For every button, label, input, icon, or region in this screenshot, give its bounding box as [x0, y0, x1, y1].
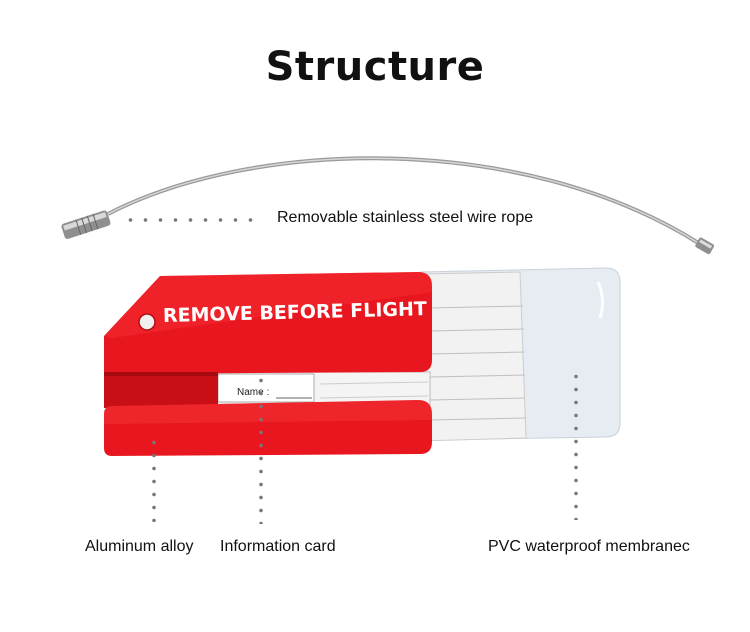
- aluminum-lower-plate: [104, 400, 432, 456]
- wire-rope-label: Removable stainless steel wire rope: [277, 209, 534, 226]
- aluminum-pointer-dots: [151, 436, 157, 522]
- rope-hole: [138, 313, 156, 331]
- pvc-pointer-dots: [573, 370, 579, 520]
- aluminum-upper-plate: [104, 272, 432, 374]
- information-card-label: Information card: [220, 538, 336, 555]
- name-field-label: Name :: [237, 387, 270, 398]
- pvc-membrane-label: PVC waterproof membranec: [488, 538, 690, 555]
- aluminum-alloy-label: Aluminum alloy: [85, 538, 194, 555]
- steel-wire-rope: [107, 156, 702, 246]
- info-card-pointer-dots: [258, 374, 264, 524]
- wire-screw-cap: [61, 210, 111, 239]
- wire-pointer-dots: [123, 217, 263, 223]
- wire-end-cap: [695, 237, 715, 255]
- information-card: [419, 271, 527, 442]
- page-title: Structure: [265, 44, 485, 90]
